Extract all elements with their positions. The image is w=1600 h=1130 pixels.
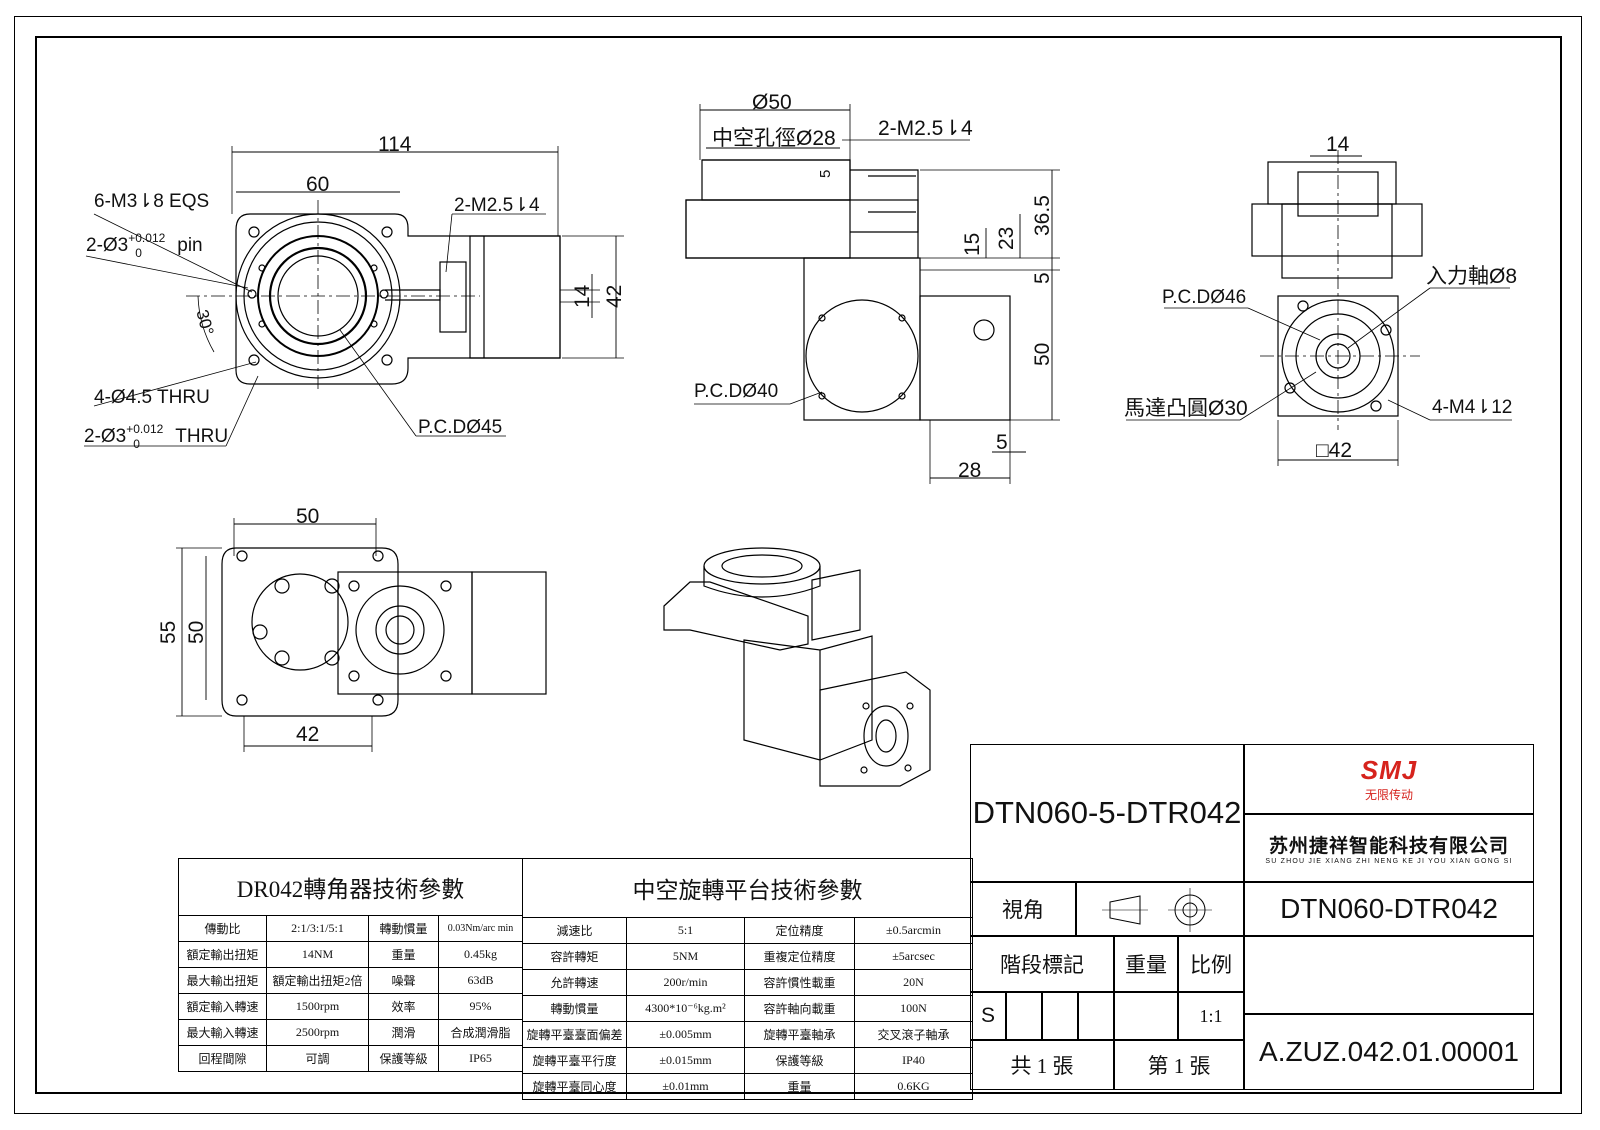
sheets-total: 共 1 張 [970, 1040, 1114, 1090]
scale-label: 比例 [1178, 936, 1244, 992]
blank-cell [1244, 936, 1534, 1014]
label-input-shaft: 入力軸Ø8 [1426, 265, 1518, 288]
stage-cell-3 [1042, 992, 1078, 1040]
view-label: 視角 [970, 882, 1076, 936]
dim-bottom-42: 42 [296, 723, 320, 746]
stage-cell-4 [1078, 992, 1114, 1040]
dim-shaft-height: 14 [571, 284, 594, 308]
dr042-table-title: DR042轉角器技術參數 [177, 858, 524, 916]
dim-50: 50 [1031, 342, 1054, 366]
dim-28: 28 [958, 459, 982, 482]
sheet-border [14, 16, 1582, 1114]
isometric-view [663, 547, 931, 787]
dim-bottom-50-width: 50 [296, 505, 320, 528]
stage-label: 階段標記 [970, 936, 1114, 992]
drawing-name: DTN060-DTR042 [1244, 882, 1534, 936]
scale-value: 1:1 [1178, 992, 1244, 1040]
label-side-tap: 2-M2.5⇂4 [454, 195, 540, 216]
projection-cell [1076, 882, 1244, 936]
sheet-number: 第 1 張 [1114, 1040, 1244, 1090]
top-view [84, 146, 624, 447]
dim-5a: 5 [817, 169, 834, 178]
dim-14: 14 [1326, 133, 1350, 156]
stage-mark: S [970, 992, 1006, 1040]
label-pcd-40: P.C.DØ40 [694, 381, 779, 402]
front-view [685, 104, 1060, 484]
dtn-table-title: 中空旋轉平台技術參數 [522, 858, 973, 918]
label-thru-pin: 2-Ø3+0.0120 THRU [84, 422, 229, 451]
dim-bottom-55: 55 [157, 620, 180, 644]
stage-cell-2 [1006, 992, 1042, 1040]
dim-overall-width: 114 [378, 133, 412, 156]
dim-5c: 5 [996, 431, 1008, 454]
dim-square-42: □42 [1316, 439, 1353, 462]
dim-23: 23 [995, 226, 1018, 250]
bottom-view [176, 518, 547, 752]
label-pcd-45: P.C.DØ45 [418, 417, 503, 438]
drawing-number: A.ZUZ.042.01.00001 [1244, 1014, 1534, 1090]
label-eqs-holes: 6-M3⇂8 EQS [94, 191, 210, 212]
label-top-tap: 2-M2.5⇂4 [878, 117, 973, 140]
company-name: 苏州捷祥智能科技有限公司 SU ZHOU JIE XIANG ZHI NENG … [1244, 814, 1534, 882]
dim-center-width: 60 [306, 173, 330, 196]
label-hollow-bore: 中空孔徑Ø28 [712, 127, 836, 150]
label-pin-holes: 2-Ø3+0.0120 pin [86, 231, 203, 260]
label-thru-holes: 4-Ø4.5 THRU [94, 387, 210, 408]
dim-bottom-50-height: 50 [185, 620, 208, 644]
dim-motor-height: 42 [603, 284, 626, 308]
side-view [1126, 150, 1512, 466]
label-motor-tap: 4-M4⇂12 [1432, 397, 1513, 418]
weight-value-cell [1114, 992, 1178, 1040]
projection-symbol [1102, 888, 1212, 932]
label-motor-boss: 馬達凸圓Ø30 [1124, 397, 1248, 420]
dim-15: 15 [961, 232, 984, 256]
weight-label: 重量 [1114, 936, 1178, 992]
company-logo: SMJ 无限传动 [1244, 744, 1534, 814]
dim-5b: 5 [1031, 272, 1054, 284]
model-number: DTN060-5-DTR042 [970, 744, 1244, 882]
dim-outer-dia: Ø50 [752, 91, 792, 114]
dim-36-5: 36.5 [1031, 195, 1054, 236]
label-pcd-46: P.C.DØ46 [1162, 287, 1247, 308]
